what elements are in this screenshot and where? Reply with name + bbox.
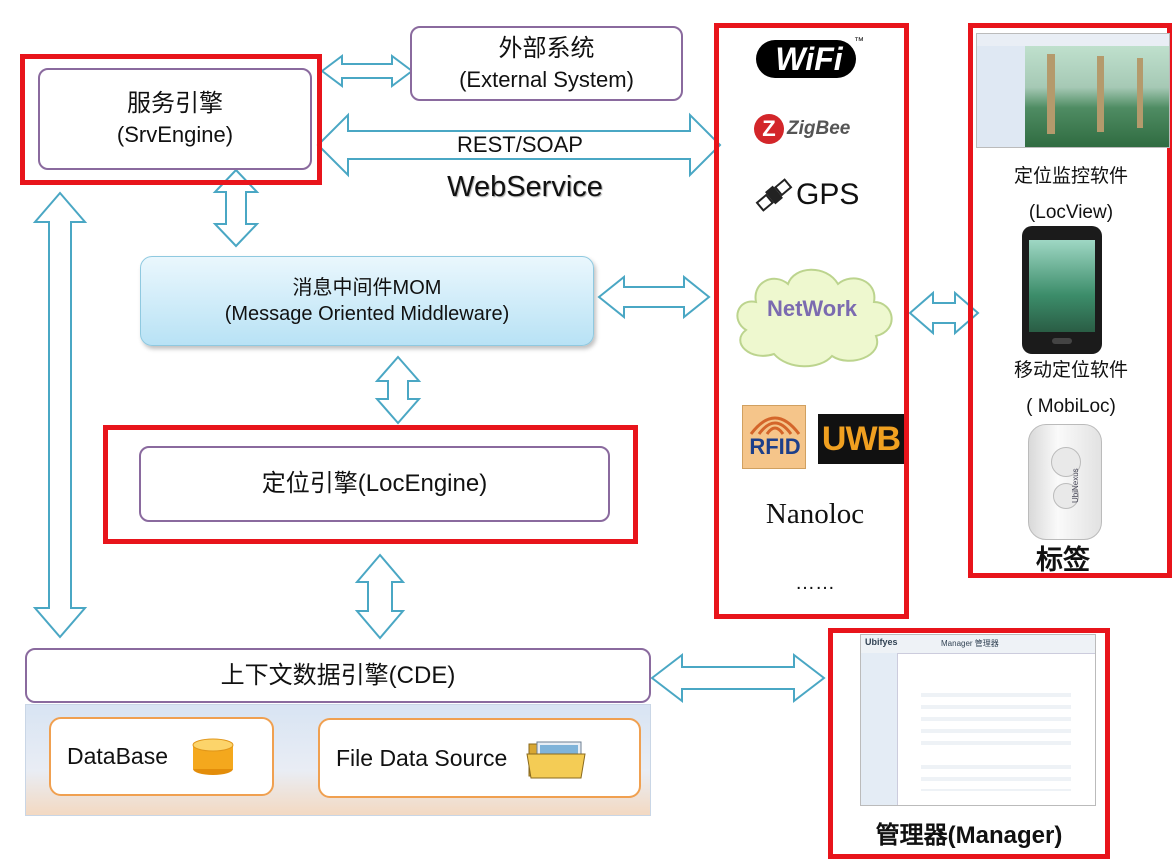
manager-logo: Ubifyes xyxy=(865,637,898,647)
zigbee-z-icon: Z xyxy=(754,114,784,144)
file-data-source[interactable]: File Data Source xyxy=(318,718,641,798)
more-protocols-label: …… xyxy=(795,572,835,594)
wifi-trademark: ™ xyxy=(854,36,864,47)
loc-engine-highlight xyxy=(103,425,638,544)
gps-label: GPS xyxy=(796,178,860,211)
mom-title: 消息中间件MOM xyxy=(292,277,442,299)
clients-panel xyxy=(968,23,1172,578)
wifi-logo: WiFi ™ xyxy=(756,36,866,82)
external-system-title: 外部系统 xyxy=(498,34,595,62)
file-source-label: File Data Source xyxy=(336,744,508,771)
cde-box[interactable]: 上下文数据引擎(CDE) xyxy=(25,648,651,703)
locview-subtitle: (LocView) xyxy=(1028,202,1114,223)
zigbee-logo-text: ZigBee xyxy=(787,118,851,139)
wifi-logo-text: WiFi xyxy=(775,41,843,77)
arrow-srv-external xyxy=(320,54,414,88)
webservice-label: WebService xyxy=(447,171,603,203)
loc-engine-title: 定位引擎(LocEngine) xyxy=(261,470,488,497)
arrow-loc-cde xyxy=(354,553,406,640)
locview-title: 定位监控软件 xyxy=(1013,166,1128,187)
rfid-waves-icon xyxy=(749,416,801,435)
arrow-cde-manager xyxy=(650,652,826,704)
uwb-logo: UWB xyxy=(818,414,904,464)
rfid-logo: RFID xyxy=(742,405,806,469)
network-label: NetWork xyxy=(766,296,858,321)
network-cloud xyxy=(736,268,893,368)
mobiloc-subtitle: ( MobiLoc) xyxy=(1026,396,1116,417)
arrow-srv-network xyxy=(316,112,722,178)
rfid-logo-text: RFID xyxy=(749,434,801,459)
manager-label: 管理器(Manager) xyxy=(875,822,1063,849)
manager-screenshot: Ubifyes Manager 管理器 xyxy=(860,634,1096,806)
srv-engine-highlight xyxy=(20,54,322,185)
arrow-mom-loc xyxy=(374,355,422,425)
mobile-phone-image xyxy=(1022,226,1102,354)
arrow-network-clients xyxy=(908,290,980,336)
network-panel xyxy=(714,23,909,619)
database-source[interactable]: DataBase xyxy=(49,717,274,796)
tag-label: 标签 xyxy=(1036,545,1090,575)
mom-box[interactable]: 消息中间件MOM (Message Oriented Middleware) xyxy=(140,256,594,346)
tag-brand: UbiNexus xyxy=(1071,468,1080,503)
mom-subtitle: (Message Oriented Middleware) xyxy=(224,303,510,325)
mobiloc-title: 移动定位软件 xyxy=(1013,360,1128,381)
rest-soap-label: REST/SOAP xyxy=(457,132,583,157)
uwb-logo-text: UWB xyxy=(821,419,901,458)
database-label: DataBase xyxy=(67,743,169,769)
loc-engine-box[interactable]: 定位引擎(LocEngine) xyxy=(139,446,610,522)
srv-engine-subtitle: (SrvEngine) xyxy=(116,122,234,147)
nanoloc-label: Nanoloc xyxy=(765,498,865,530)
gps-item: GPS xyxy=(754,172,874,218)
manager-panel xyxy=(828,628,1110,859)
cde-title: 上下文数据引擎(CDE) xyxy=(220,661,456,689)
srv-engine-title: 服务引擎 xyxy=(127,90,223,117)
zigbee-logo: Z ZigBee xyxy=(754,110,864,148)
manager-window-title: Manager 管理器 xyxy=(941,639,999,648)
external-system-box[interactable]: 外部系统 (External System) xyxy=(410,26,683,101)
arrow-srv-mom xyxy=(212,168,260,248)
external-system-subtitle: (External System) xyxy=(459,66,634,92)
database-icon xyxy=(192,738,234,775)
srv-engine-box[interactable]: 服务引擎 (SrvEngine) xyxy=(38,68,312,170)
tag-device-image: UbiNexus xyxy=(1028,424,1102,540)
folder-icon xyxy=(526,741,586,779)
satellite-icon xyxy=(755,178,793,212)
locview-screenshot xyxy=(976,33,1170,148)
arrow-srv-cde xyxy=(32,191,88,639)
arrow-mom-network xyxy=(597,274,711,320)
